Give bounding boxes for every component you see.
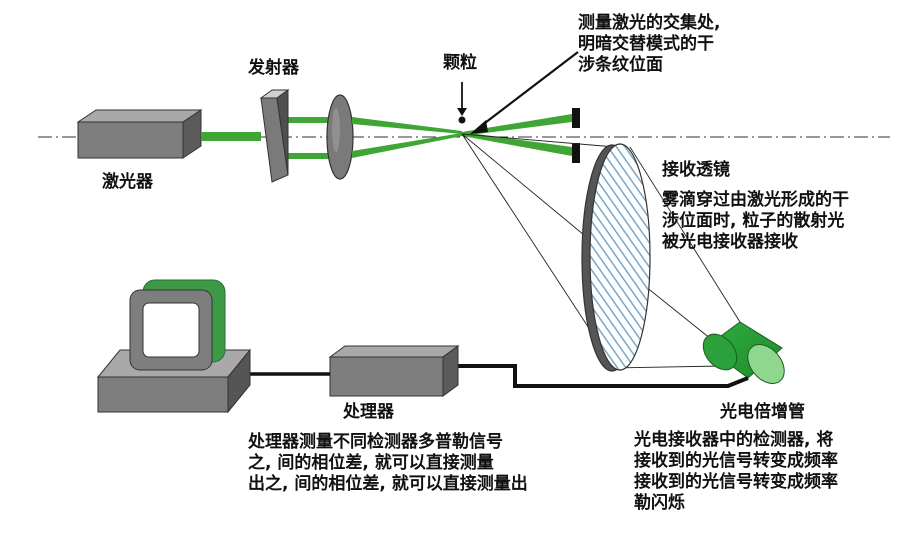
splitter-prism <box>259 89 290 183</box>
receiving-lens-label: 接收透镜 <box>662 160 730 180</box>
crossing-note: 测量激光的交集处, 明暗交替模式的干 涉条纹位面 <box>578 13 721 75</box>
focusing-lens <box>326 94 354 180</box>
processor-note: 处理器测量不同检测器多普勒信号 之, 间的相位差, 就可以直接测量 出之, 间的… <box>248 432 528 494</box>
laser-device <box>76 109 203 159</box>
receiving-lens <box>581 143 651 372</box>
particle-label: 颗粒 <box>443 53 477 73</box>
transmitter-label: 发射器 <box>248 58 299 78</box>
beam-converge-lower <box>352 133 462 158</box>
pmt-label: 光电倍增管 <box>720 402 805 422</box>
signal-cable <box>456 364 749 388</box>
processor-label: 处理器 <box>343 402 394 422</box>
lens-note: 雾滴穿过由激光形成的干 涉位面时, 粒子的散射光 被光电接收器接收 <box>662 190 849 252</box>
beam-diverge-lower <box>462 132 572 156</box>
beam-stop-lower <box>572 143 580 163</box>
beam-diverge-upper <box>462 114 572 136</box>
pmt-note: 光电接收器中的检测器, 将 接收到的光信号转变成频率 接收到的光信号转变成频率 … <box>634 430 838 513</box>
processor-device <box>328 345 460 397</box>
beam-converge-upper <box>352 117 462 134</box>
pmt-device <box>702 321 785 384</box>
laser-label: 激光器 <box>102 172 153 192</box>
crossing-arrow <box>480 51 579 127</box>
particle-dot <box>458 116 466 124</box>
computer-device <box>96 279 252 414</box>
beam-stop-upper <box>572 108 580 128</box>
laser-beam <box>201 132 261 141</box>
